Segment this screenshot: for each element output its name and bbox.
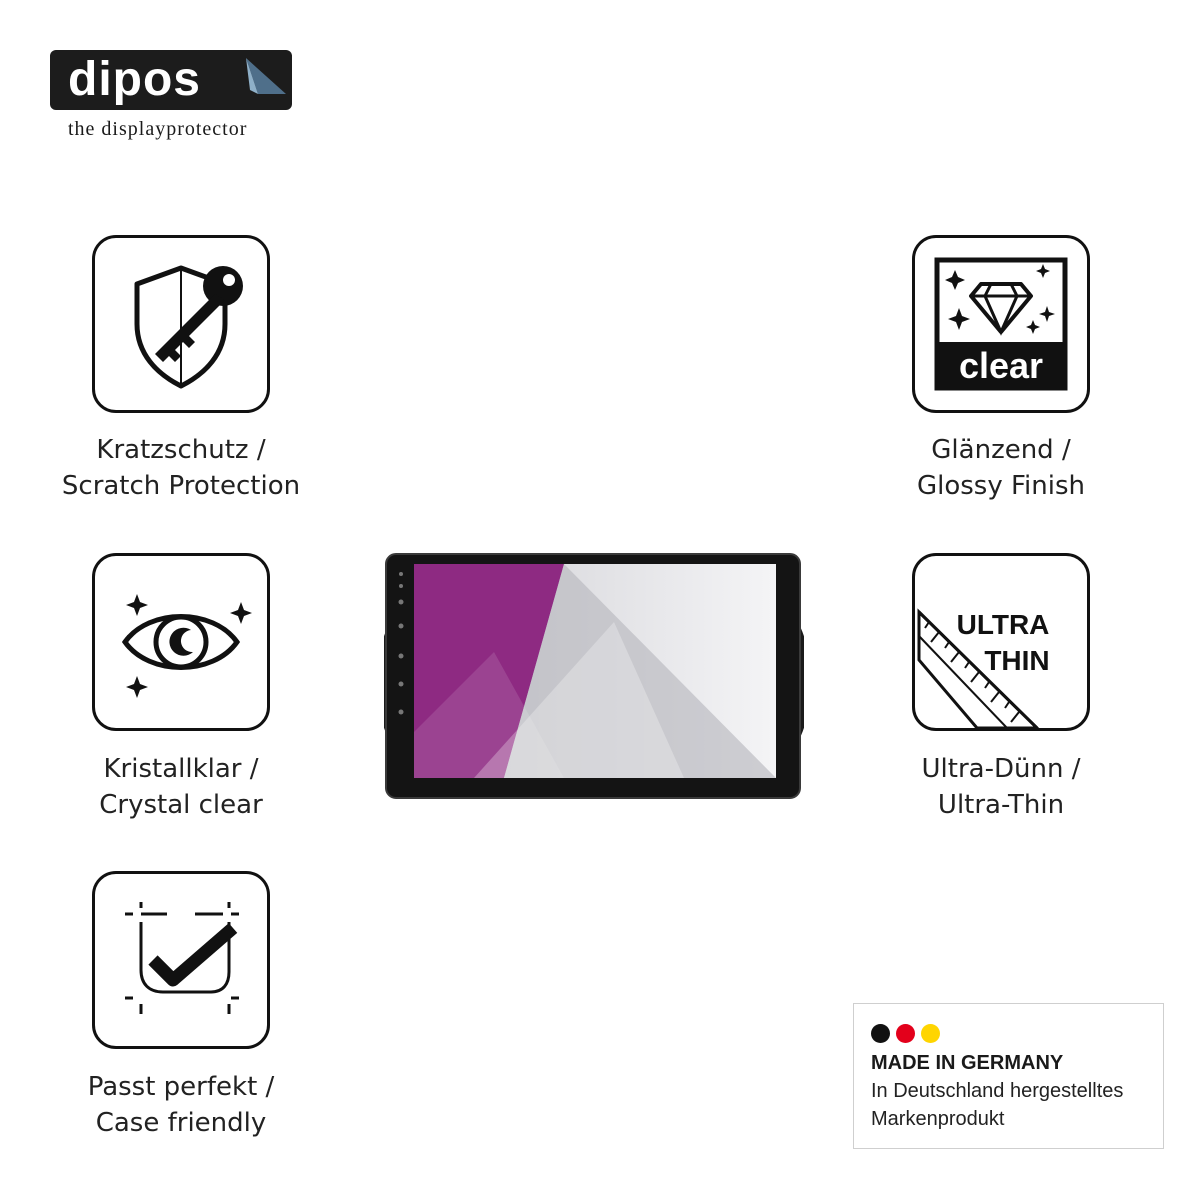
checkmark-frame-icon [125, 902, 239, 1014]
feature-label-case: Passt perfekt / Case friendly [87, 1072, 275, 1138]
badge-title: MADE IN GERMANY [871, 1052, 1064, 1074]
diamond-clear-icon: clear [934, 257, 1068, 391]
brand-tagline: the displayprotector [68, 118, 248, 140]
feature-label-crystal: Kristallklar / Crystal clear [99, 754, 263, 820]
made-in-germany-badge: MADE IN GERMANY In Deutschland hergestel… [853, 1003, 1164, 1149]
thin-text: THIN [984, 645, 1049, 676]
flag-dot-red [896, 1024, 915, 1043]
feature-tile-crystal [92, 553, 270, 731]
feature-tile-glossy: clear [912, 235, 1090, 413]
feature-tile-scratch [92, 235, 270, 413]
feature-label-ultrathin: Ultra-Dünn / Ultra-Thin [921, 754, 1081, 820]
shield-key-icon [134, 265, 243, 389]
flag-dot-black [871, 1024, 890, 1043]
feature-tile-ultrathin: ULTRA THIN [912, 553, 1090, 731]
eye-icon [121, 594, 252, 698]
badge-line-2: Markenprodukt [871, 1108, 1005, 1130]
badge-line-1: In Deutschland hergestelltes [871, 1080, 1124, 1102]
feature-label-scratch: Kratzschutz / Scratch Protection [61, 435, 301, 501]
feature-tile-case [92, 871, 270, 1049]
ruler-ultra-thin-icon: ULTRA THIN [917, 608, 1050, 728]
feature-label-glossy: Glänzend / Glossy Finish [916, 435, 1086, 501]
brand-logo: dipos the displayprotector [50, 50, 295, 140]
brand-name: dipos [68, 53, 201, 106]
flag-dot-gold [921, 1024, 940, 1043]
device-image [384, 553, 804, 799]
peel-corner-icon [246, 58, 286, 94]
clear-badge-text: clear [959, 345, 1043, 386]
ultra-text: ULTRA [957, 609, 1050, 640]
